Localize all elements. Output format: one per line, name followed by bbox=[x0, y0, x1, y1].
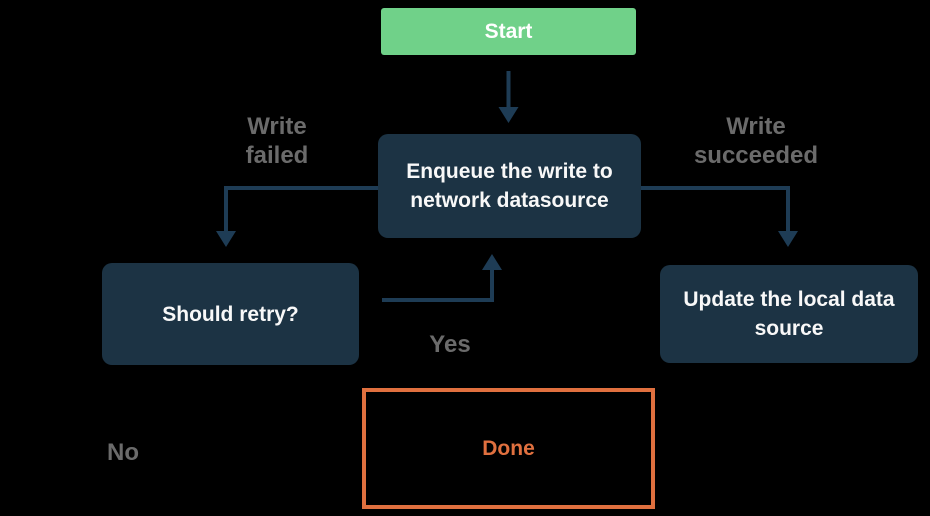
edge-enqueue-to-should-retry bbox=[216, 186, 378, 247]
node-should-retry-label: Should retry? bbox=[162, 302, 299, 326]
node-done: Done bbox=[362, 388, 655, 509]
node-done-label: Done bbox=[482, 436, 535, 460]
node-update-local-source-label: Update the local data source bbox=[683, 288, 895, 340]
edge-label-write-succeeded: Write succeeded bbox=[693, 113, 819, 169]
node-update-local-source: Update the local data source bbox=[660, 265, 918, 363]
node-enqueue-write-label: Enqueue the write to network datasource bbox=[406, 160, 613, 212]
edge-should-retry-to-enqueue bbox=[382, 254, 502, 302]
node-start: Start bbox=[381, 8, 636, 55]
edge-label-no: No bbox=[107, 439, 139, 466]
arrow-down-icon bbox=[498, 107, 519, 123]
edge-start-to-enqueue bbox=[498, 71, 519, 123]
arrow-up-icon bbox=[482, 254, 502, 270]
node-start-label: Start bbox=[484, 19, 533, 43]
arrow-down-icon bbox=[216, 231, 236, 247]
edge-enqueue-to-update-local bbox=[641, 186, 798, 247]
arrow-down-icon bbox=[778, 231, 798, 247]
node-should-retry: Should retry? bbox=[102, 263, 359, 365]
node-enqueue-write: Enqueue the write to network datasource bbox=[378, 134, 641, 238]
edge-label-write-failed: Write failed bbox=[245, 113, 309, 169]
edge-label-yes: Yes bbox=[429, 331, 471, 358]
